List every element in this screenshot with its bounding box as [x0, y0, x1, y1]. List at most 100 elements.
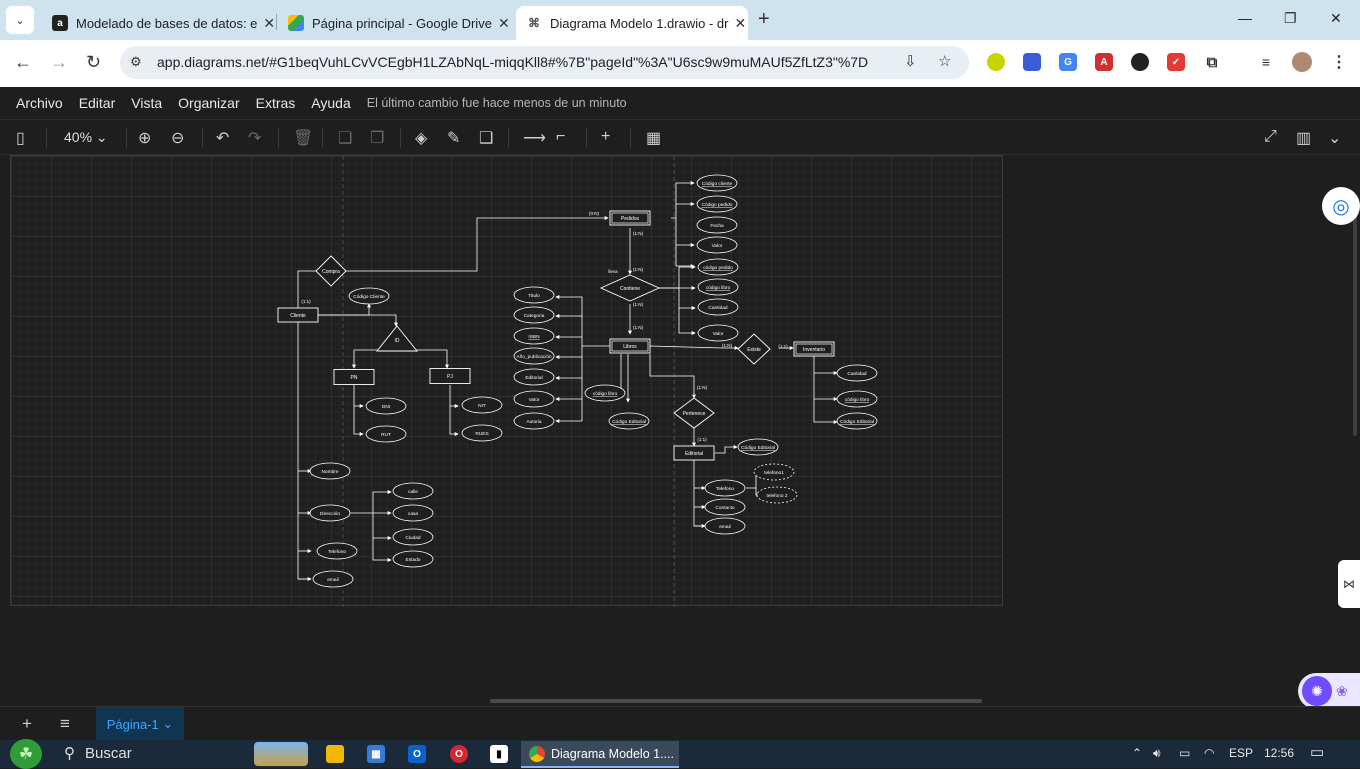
zoom-in-icon[interactable]: ⊕	[138, 130, 152, 147]
entity-pj[interactable]	[429, 368, 471, 384]
taskbar-search[interactable]: ⚲Buscar	[64, 744, 132, 763]
to-back-icon[interactable]: ❐	[370, 130, 385, 147]
add-page-icon[interactable]: +	[22, 714, 32, 733]
menu-editar[interactable]: Editar	[78, 95, 116, 111]
attribute-categoria[interactable]	[513, 306, 555, 324]
attribute-rues[interactable]	[461, 424, 503, 442]
zoom-select[interactable]: 40% ⌄	[64, 129, 108, 146]
opera-icon[interactable]: O	[450, 745, 468, 763]
attribute-valor[interactable]	[696, 236, 738, 254]
attribute-codigo-cliente[interactable]	[348, 287, 390, 305]
browser-tab-academia[interactable]: a Modelado de bases de datos: e ✕	[42, 6, 276, 40]
page-tab-1[interactable]: Página-1 ⌄	[96, 707, 184, 741]
attribute-valor[interactable]	[513, 390, 555, 408]
battery-icon[interactable]: ▭	[1179, 746, 1191, 760]
outlook-icon[interactable]: O	[408, 745, 426, 763]
chevron-up-icon[interactable]: ⌃	[1132, 746, 1143, 760]
pdf-icon[interactable]: A	[1095, 53, 1113, 71]
attribute-telefono[interactable]	[316, 542, 358, 560]
attribute-codigo-editorial[interactable]	[737, 438, 779, 456]
install-app-icon[interactable]: ⇩	[904, 53, 917, 70]
attribute-codigo-libro[interactable]	[584, 384, 626, 402]
entity-inner-inventario[interactable]	[795, 343, 833, 355]
swirl-assistant-icon[interactable]: ◎	[1322, 187, 1360, 225]
connector-libros-existe[interactable]	[649, 345, 739, 350]
media-control-icon[interactable]: ≡	[1261, 54, 1271, 70]
attribute-email[interactable]	[704, 517, 746, 535]
connector-line[interactable]	[353, 406, 364, 436]
attribute-telefono[interactable]	[704, 479, 746, 497]
notes-app-icon[interactable]: ▮	[490, 745, 508, 763]
start-clover-icon[interactable]: ☘	[10, 739, 42, 769]
relationship-contiene[interactable]	[599, 274, 661, 302]
attribute-codigo-libro[interactable]	[697, 278, 739, 296]
chevron-down-icon[interactable]: ⌄	[1328, 130, 1342, 147]
isa-triangle[interactable]	[376, 325, 418, 352]
tab-search-button[interactable]: ⌄	[6, 6, 34, 34]
attribute-nombre[interactable]	[309, 462, 351, 480]
attribute-cantidad[interactable]	[697, 298, 739, 316]
entity-libros[interactable]	[609, 338, 651, 354]
browser-tab-drive[interactable]: Página principal - Google Drive ✕	[278, 6, 512, 40]
translate-icon[interactable]: G	[1059, 53, 1077, 71]
more-vert-icon[interactable]: ⋮	[1331, 54, 1347, 71]
redo-icon[interactable]: ↷	[248, 130, 262, 147]
puzzle-icon[interactable]: ⧉	[1206, 53, 1218, 71]
horizontal-scrollbar[interactable]	[490, 699, 982, 703]
entity-inner-pedidos[interactable]	[611, 212, 649, 224]
connector-line[interactable]	[675, 245, 695, 268]
connector-line[interactable]	[449, 406, 459, 436]
connector-cliente-isa[interactable]	[317, 314, 398, 327]
clock-time[interactable]: 12:56	[1264, 746, 1295, 760]
menu-extras[interactable]: Extras	[255, 95, 296, 111]
attribute-editorial[interactable]	[513, 368, 555, 386]
table-icon[interactable]: ▦	[646, 130, 662, 147]
connector-libros-attrs[interactable]	[555, 295, 610, 347]
taskbar-chrome-window[interactable]: Diagrama Modelo 1....	[521, 741, 679, 768]
attribute-ano-publicacion[interactable]	[513, 347, 555, 365]
attribute-estado[interactable]	[392, 550, 434, 568]
extension-icon[interactable]	[1131, 53, 1149, 71]
fill-color-icon[interactable]: ◈	[415, 130, 428, 147]
connection-arrow-icon[interactable]: ⟶	[523, 130, 546, 147]
connector-line[interactable]	[349, 490, 392, 514]
extension-icon[interactable]	[987, 53, 1005, 71]
attribute-titulo[interactable]	[513, 286, 555, 304]
volume-icon[interactable]: 🔊︎	[1153, 746, 1161, 760]
connector-compra-pedidos[interactable]	[345, 216, 609, 272]
delete-icon[interactable]: 🗑	[293, 130, 314, 147]
attribute-codigo-editorial[interactable]	[836, 412, 878, 430]
attribute-email[interactable]	[312, 570, 354, 588]
attribute-codigo-libro[interactable]	[836, 390, 878, 408]
entity-pn[interactable]	[333, 369, 375, 385]
minimize-icon[interactable]: —	[1238, 10, 1252, 26]
shadow-icon[interactable]: ❑	[479, 130, 494, 147]
connector-line[interactable]	[675, 218, 695, 247]
menu-organizar[interactable]: Organizar	[178, 95, 240, 111]
connector-line[interactable]	[678, 308, 696, 335]
bookmark-star-icon[interactable]: ☆	[938, 53, 952, 70]
insert-plus-icon[interactable]: +	[601, 128, 611, 145]
entity-inventario[interactable]	[793, 341, 835, 357]
relationship-pertenece[interactable]	[673, 397, 715, 429]
connector-line[interactable]	[813, 399, 838, 424]
attribute-codigo-cliente[interactable]	[696, 174, 738, 192]
connector-line[interactable]	[813, 373, 838, 401]
attribute-telefono-2[interactable]	[756, 486, 798, 504]
attribute-autoria[interactable]	[513, 412, 555, 430]
connector-isa-pj[interactable]	[409, 349, 449, 369]
close-icon[interactable]: ✕	[263, 14, 276, 31]
undo-icon[interactable]: ↶	[216, 130, 230, 147]
menu-ayuda[interactable]: Ayuda	[311, 95, 351, 111]
url-text[interactable]: app.diagrams.net/#G1beqVuhLCvVCEgbH1LZAb…	[157, 54, 869, 70]
store-icon[interactable]: ▦	[367, 745, 385, 763]
attribute-ciudad[interactable]	[392, 528, 434, 546]
attribute-calle[interactable]	[392, 482, 434, 500]
connector-cliente-compra[interactable]	[297, 270, 316, 308]
attribute-telefono1[interactable]	[753, 463, 795, 481]
forward-icon[interactable]: →	[50, 52, 68, 72]
split-panel-icon[interactable]: ▥	[1296, 130, 1312, 147]
new-tab-button[interactable]: +	[758, 8, 770, 30]
address-bar[interactable]: ⚙ app.diagrams.net/#G1beqVuhLCvVCEgbH1LZ…	[120, 46, 969, 79]
